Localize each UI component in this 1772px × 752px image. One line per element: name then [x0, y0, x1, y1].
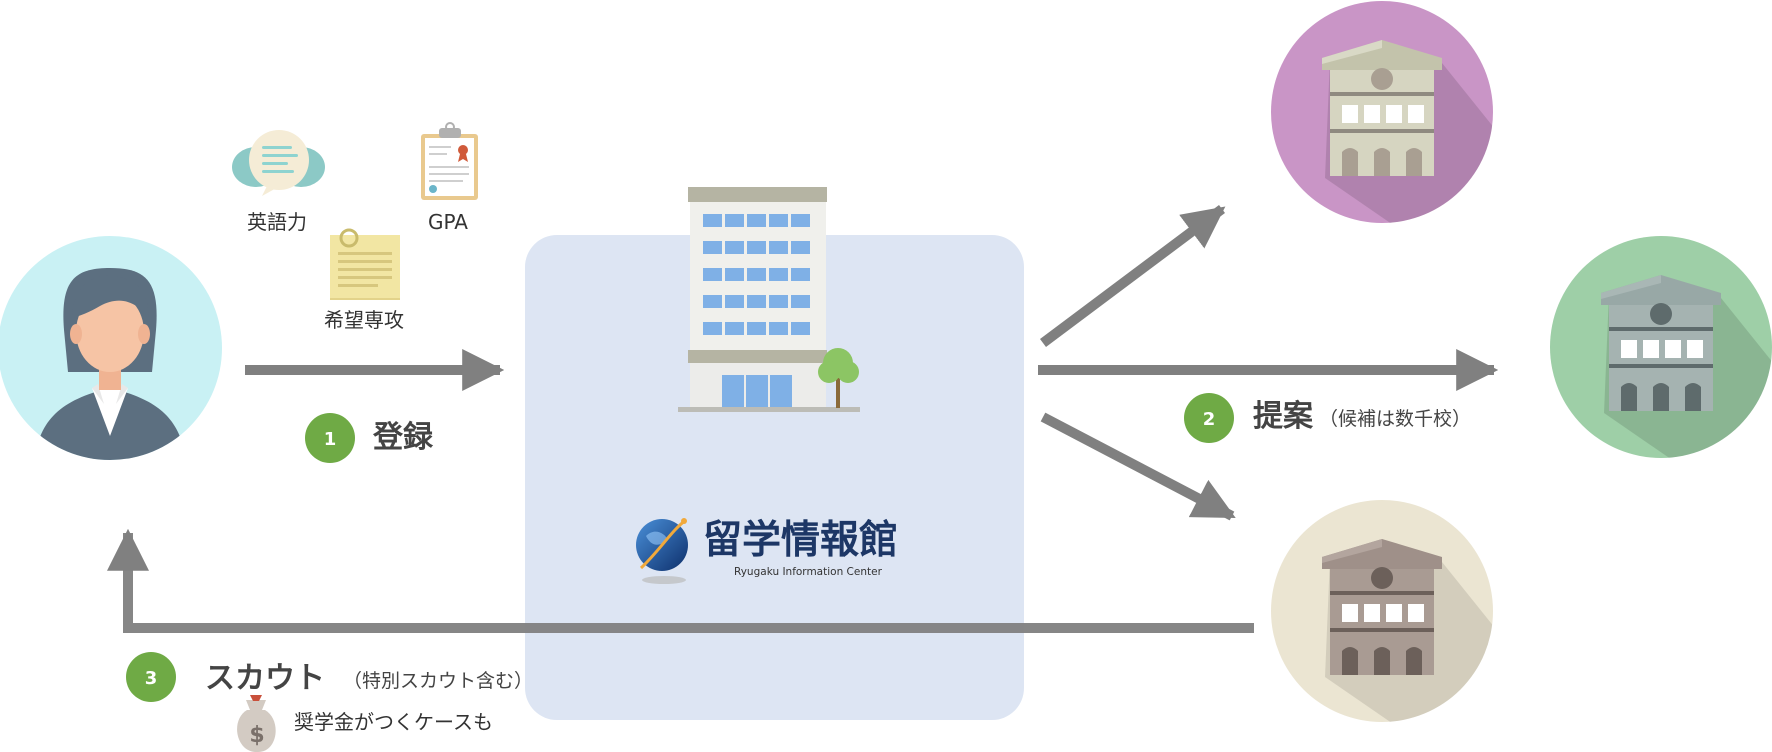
- money-bag-icon: $: [237, 695, 276, 752]
- globe-logo-icon: [636, 518, 688, 584]
- brand-name: 留学情報館: [703, 518, 898, 563]
- scout-arrow: [107, 528, 1254, 633]
- step-1-number: 1: [324, 429, 337, 450]
- step-1-label: 登録: [372, 420, 434, 455]
- center-panel: [525, 235, 1024, 720]
- brand-name-en: Ryugaku Information Center: [734, 566, 883, 578]
- clipboard-certificate-icon: [421, 122, 478, 200]
- document-icon: [330, 228, 400, 300]
- person-icon: [0, 236, 222, 460]
- school-building-icon: [1271, 1, 1493, 223]
- school-building-icon: [1550, 236, 1772, 458]
- step-2-number: 2: [1203, 409, 1216, 430]
- step-2-badge: [1184, 393, 1234, 443]
- tree-icon: [818, 348, 859, 408]
- english-ability-label: 英語力: [247, 210, 307, 234]
- desired-major-label: 希望専攻: [324, 308, 404, 332]
- scholarship-note: 奨学金がつくケースも: [294, 710, 493, 734]
- step-1-badge: [305, 413, 355, 463]
- office-building-icon: [678, 187, 860, 412]
- step-3-number: 3: [145, 668, 158, 689]
- proposal-arrow-down: [1040, 412, 1236, 521]
- school-building-icon: [1271, 500, 1493, 722]
- step-2-label: 提案: [1253, 399, 1314, 434]
- proposal-arrow-up: [1040, 204, 1226, 348]
- step-3-label: スカウト: [205, 661, 325, 696]
- step-3-badge: [126, 652, 176, 702]
- dollar-symbol: $: [249, 723, 264, 748]
- step-3-note: （特別スカウト含む）: [343, 670, 533, 692]
- speech-bubbles-icon: [232, 130, 325, 196]
- step-2-note: （候補は数千校）: [1319, 408, 1471, 430]
- gpa-label: GPA: [428, 210, 468, 234]
